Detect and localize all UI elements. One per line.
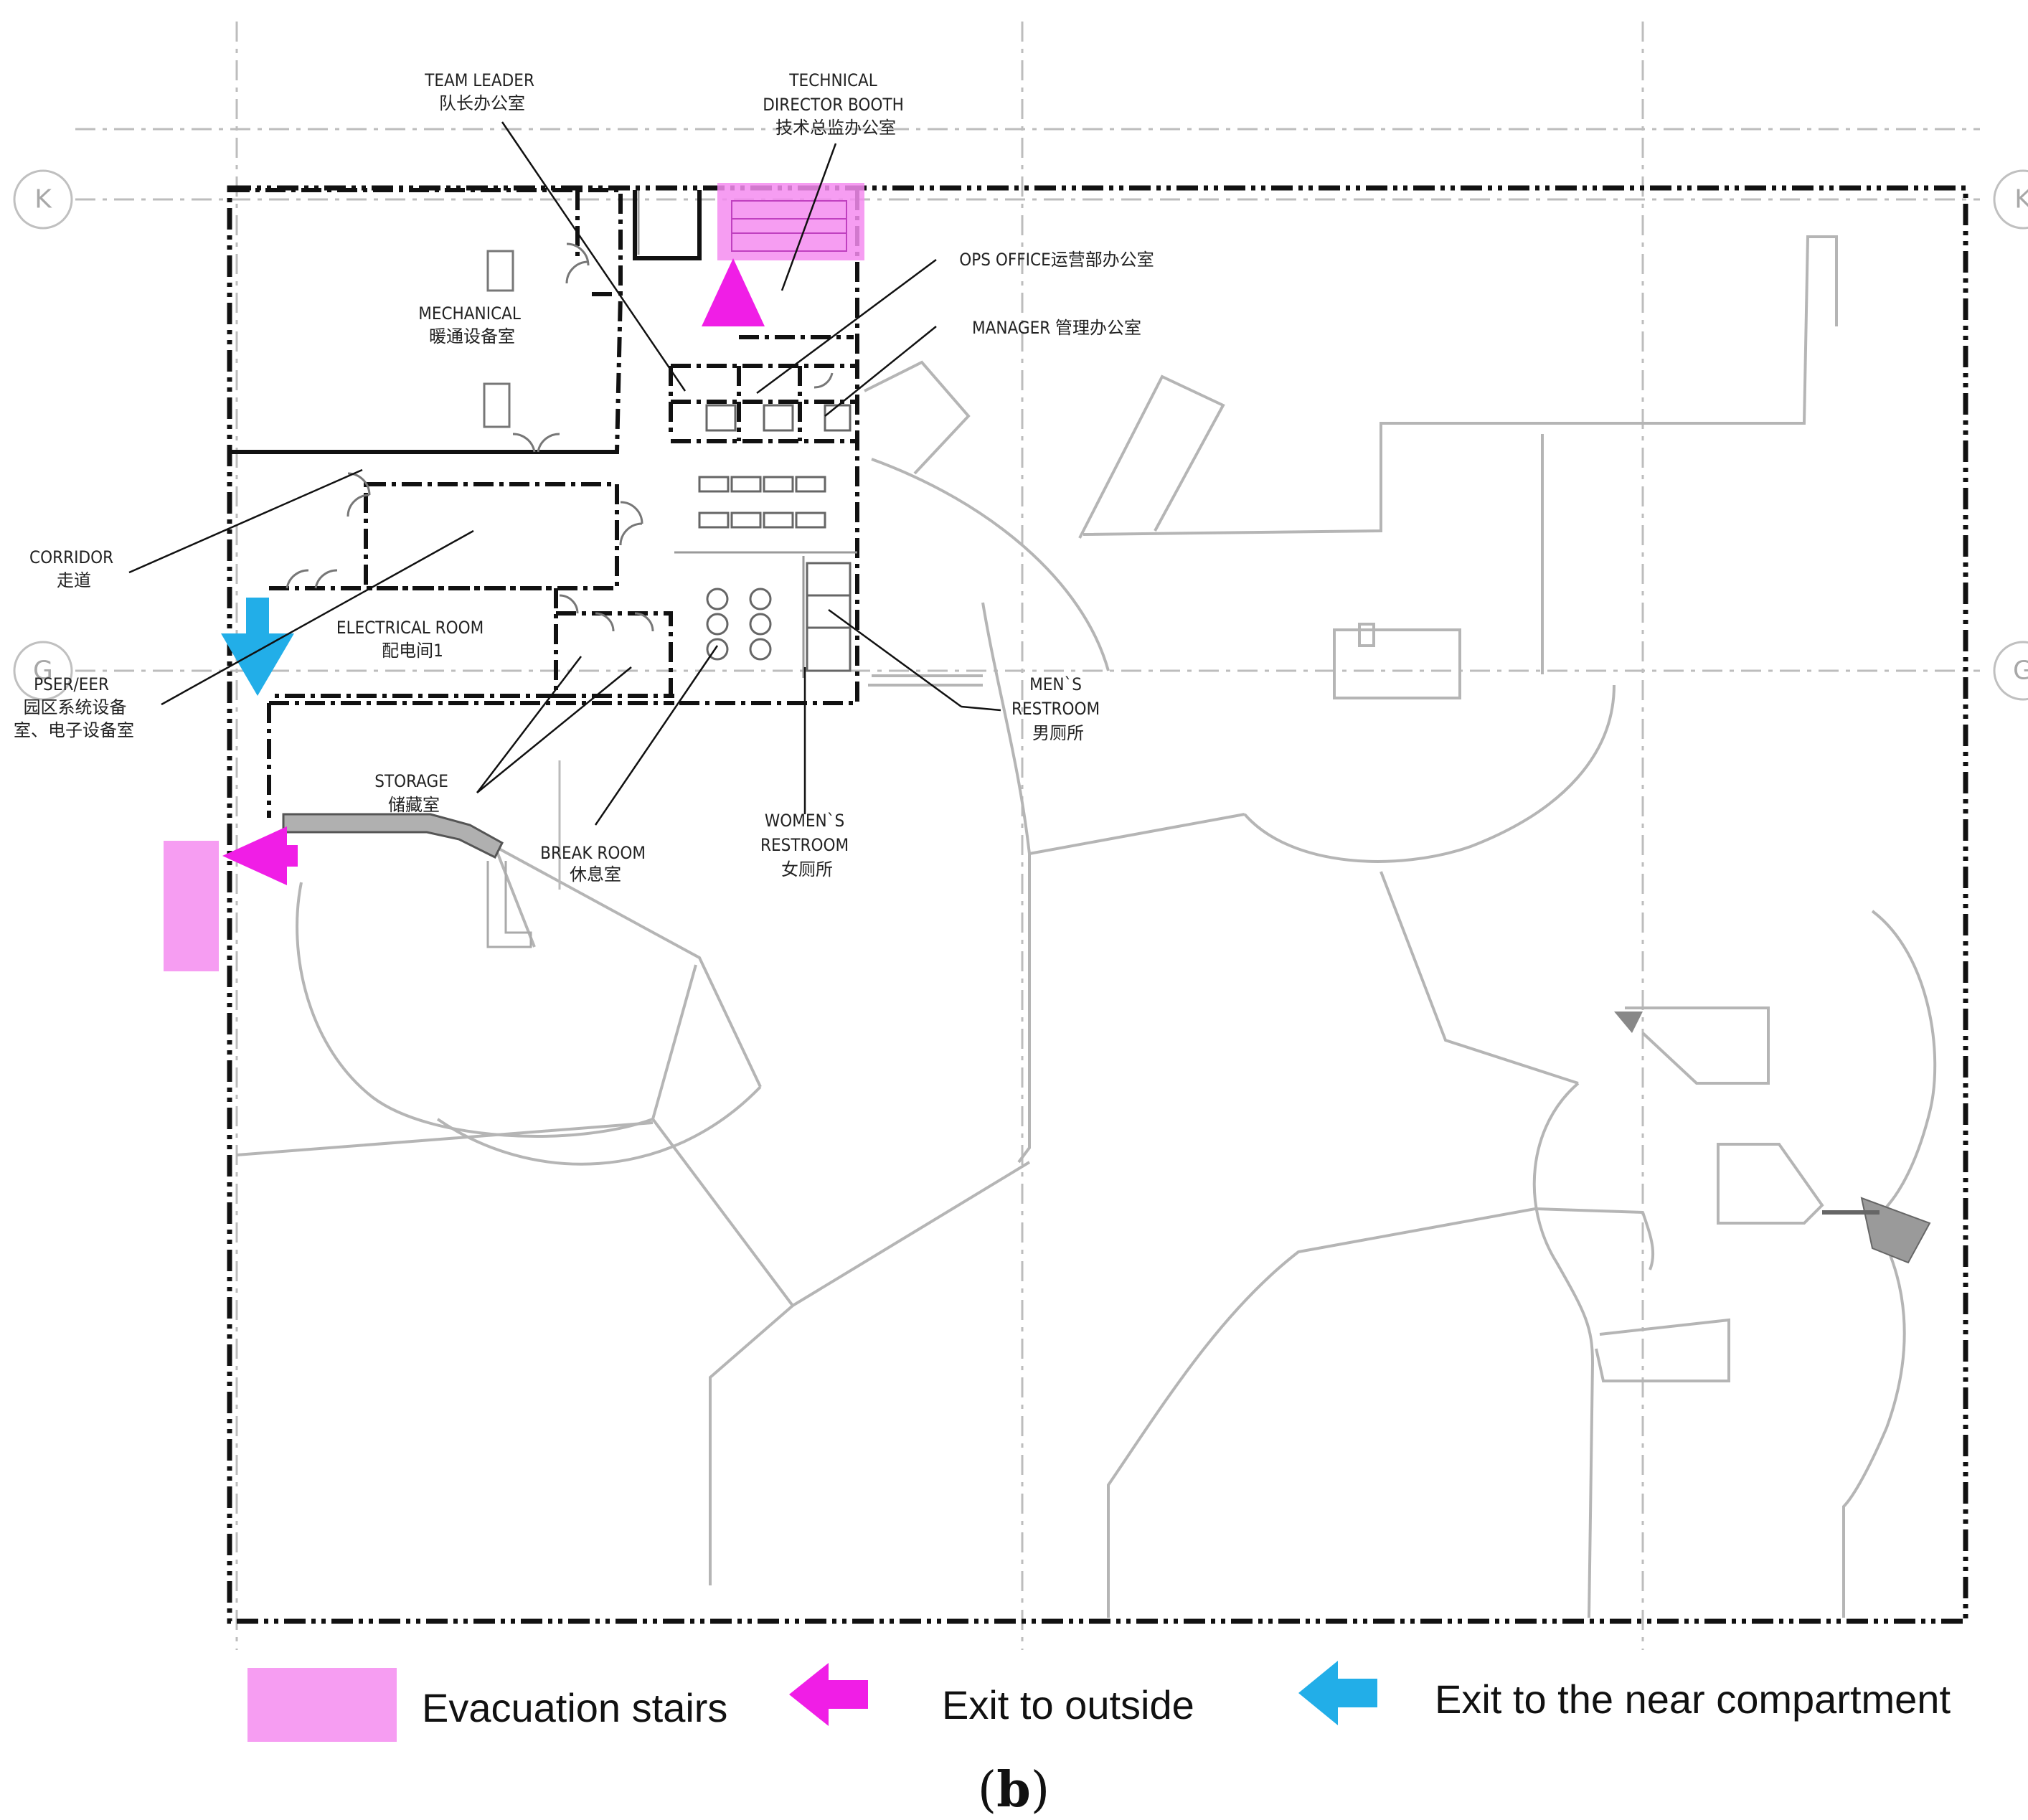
evacuation-stairs-top [717,183,864,260]
label-team-leader: TEAM LEADER 队长办公室 [424,70,539,113]
label-ops-office: OPS OFFICE运营部办公室 [959,250,1154,270]
label-corridor: CORRIDOR 走道 [29,547,118,590]
building-perimeter [227,185,1968,1624]
label-mechanical: MECHANICAL 暖通设备室 [418,303,526,346]
room-furniture [483,250,852,672]
stair-symbols-open-area [1614,1012,1931,1264]
exit-outside-arrow-left [222,826,298,885]
core-rooms [230,188,859,818]
leader-lines [128,121,1001,826]
open-plan-partitions [236,235,1937,1618]
grid-bubble-k-right: K [1993,169,2028,230]
label-pser-eer: PSER/EER 园区系统设备 室、电子设备室 [14,674,134,740]
label-mens-restroom: MEN`S RESTROOM 男厕所 [1011,674,1105,743]
legend-exit-compartment-arrow [1298,1661,1377,1725]
exit-outside-arrow-top [702,258,765,326]
grid-lines [75,22,1980,1650]
label-break-room: BREAK ROOM 休息室 [540,843,651,885]
stair-treads-top [731,200,847,252]
label-womens-restroom: WOMEN`S RESTROOM 女厕所 [760,811,854,880]
legend-stairs-label: Evacuation stairs [422,1685,727,1730]
svg-text:G: G [33,656,53,686]
label-technical-director: TECHNICAL DIRECTOR BOOTH 技术总监办公室 [763,70,908,138]
evacuation-stairs-left [164,841,219,971]
svg-text:K: K [34,185,52,214]
svg-text:G: G [2013,656,2028,686]
label-electrical: ELECTRICAL ROOM 配电间1 [336,618,489,661]
legend-exit-compartment-label: Exit to the near compartment [1435,1677,1951,1722]
exit-compartment-arrow [221,598,294,696]
label-storage: STORAGE 储藏室 [374,771,453,815]
grid-bubble-g-right: G [1993,641,2028,701]
figure-caption: (b) [978,1761,1050,1819]
label-manager: MANAGER 管理办公室 [972,318,1141,338]
svg-text:K: K [2014,185,2028,214]
stair-run [282,760,561,948]
legend-exit-outside-arrow [789,1663,868,1726]
legend-exit-outside-label: Exit to outside [942,1682,1194,1727]
grid-bubble-g-left: G [13,641,73,701]
legend: Evacuation stairs Exit to outside Exit t… [247,1661,1951,1742]
door-swings [286,242,834,632]
grid-bubble-k-left: K [13,169,73,230]
legend-stairs-swatch [247,1668,397,1742]
